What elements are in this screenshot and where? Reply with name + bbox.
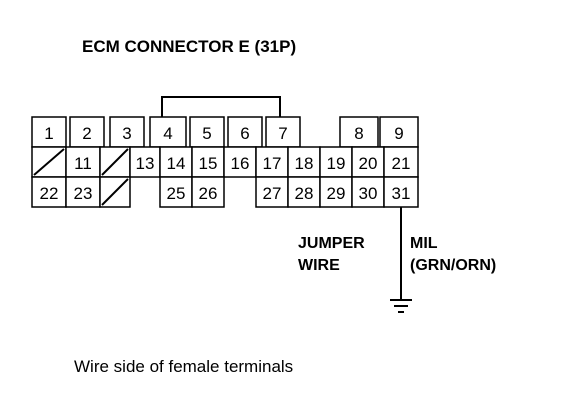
cell-10-slash xyxy=(33,148,65,176)
pin-4: 4 xyxy=(163,124,172,143)
cell-12-slash xyxy=(101,148,129,176)
cell-26 xyxy=(191,176,225,208)
pin-23: 23 xyxy=(74,184,93,203)
pin-30: 30 xyxy=(359,184,378,203)
cell-20 xyxy=(351,146,385,178)
row-1 xyxy=(31,116,419,148)
pin-2: 2 xyxy=(82,124,91,143)
cell-11 xyxy=(65,146,101,178)
pin-6: 6 xyxy=(240,124,249,143)
pin-25: 25 xyxy=(167,184,186,203)
pin-13: 13 xyxy=(136,154,155,173)
pin-20: 20 xyxy=(359,154,378,173)
pin-5: 5 xyxy=(202,124,211,143)
pin-8: 8 xyxy=(354,124,363,143)
pin-21: 21 xyxy=(392,154,411,173)
diagram-title: ECM CONNECTOR E (31P) xyxy=(82,37,296,56)
pin-26: 26 xyxy=(199,184,218,203)
cell-24-slash xyxy=(101,178,129,206)
row-2 xyxy=(31,146,419,178)
connector-lock-tab xyxy=(161,96,281,117)
cell-22 xyxy=(31,176,67,208)
pin-7: 7 xyxy=(278,124,287,143)
pin-28: 28 xyxy=(295,184,314,203)
jumper-label-line1: JUMPER xyxy=(298,235,365,252)
pin-17: 17 xyxy=(263,154,282,173)
pin-22: 22 xyxy=(40,184,59,203)
pin-29: 29 xyxy=(327,184,346,203)
row-3 xyxy=(31,176,419,208)
pin-19: 19 xyxy=(327,154,346,173)
cell-8 xyxy=(339,116,379,148)
cell-21 xyxy=(383,146,419,178)
pin-15: 15 xyxy=(199,154,218,173)
cell-14 xyxy=(159,146,193,178)
cell-6 xyxy=(227,116,263,148)
jumper-label-line2: WIRE xyxy=(298,257,340,274)
diagram-caption: Wire side of female terminals xyxy=(74,357,293,376)
cell-25 xyxy=(159,176,193,208)
pin-18: 18 xyxy=(295,154,314,173)
pin-1: 1 xyxy=(44,124,53,143)
pin-16: 16 xyxy=(231,154,250,173)
cell-15 xyxy=(191,146,225,178)
cell-29 xyxy=(319,176,353,208)
pin-9: 9 xyxy=(394,124,403,143)
cell-23 xyxy=(65,176,101,208)
ground-icon xyxy=(390,299,412,313)
cell-17 xyxy=(255,146,289,178)
cell-30 xyxy=(351,176,385,208)
pin-11: 11 xyxy=(74,154,92,173)
cell-4 xyxy=(149,116,187,148)
cell-16 xyxy=(223,146,257,178)
mil-label-line2: (GRN/ORN) xyxy=(410,257,496,274)
pin-14: 14 xyxy=(167,154,186,173)
pin-31: 31 xyxy=(392,184,411,203)
mil-label-line1: MIL xyxy=(410,235,438,252)
pin-3: 3 xyxy=(122,124,131,143)
pin-27: 27 xyxy=(263,184,282,203)
pin-numbers: 1 2 3 4 5 6 7 8 9 11 13 14 15 16 17 18 1… xyxy=(40,124,411,203)
